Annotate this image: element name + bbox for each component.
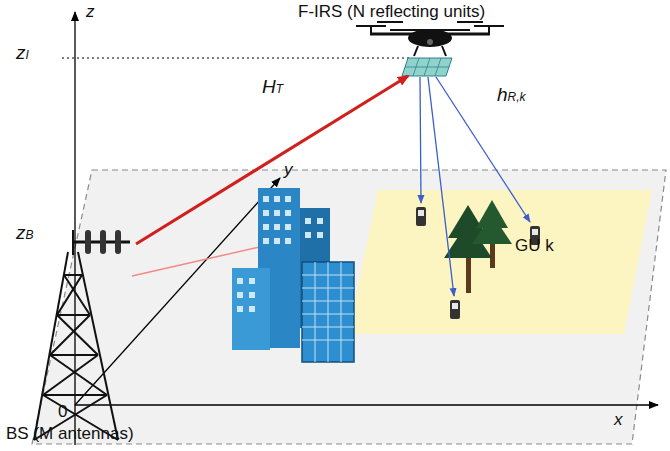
ground-plane <box>32 170 666 444</box>
bs-irs-channel <box>136 76 408 244</box>
height-guide <box>62 58 412 59</box>
bs-antenna <box>85 230 121 254</box>
channel-label: hR,k <box>497 84 526 107</box>
height-label: zB <box>16 222 34 245</box>
user-phones <box>416 207 540 319</box>
buildings <box>232 188 354 362</box>
trees <box>444 200 512 293</box>
bs-tower <box>34 230 130 440</box>
irs-user-link <box>420 77 421 203</box>
device-title: F-IRS (N reflecting units) <box>298 2 485 22</box>
axis-label: x <box>614 410 623 430</box>
height-label: zI <box>16 42 29 65</box>
user-area <box>348 190 652 334</box>
user-label: GU k <box>515 236 554 256</box>
z-axis <box>74 12 75 445</box>
y-axis <box>75 178 280 405</box>
origin-label: 0 <box>58 402 67 422</box>
irs-user-link <box>428 77 454 296</box>
axis-label: z <box>86 2 95 22</box>
irs-user-link <box>436 77 530 222</box>
uav-drone <box>356 22 504 56</box>
device-label: BS (M antennas) <box>6 424 134 444</box>
irs-panel <box>402 58 452 76</box>
axis-label: y <box>284 160 293 180</box>
x-axis <box>75 404 658 405</box>
channel-label: HT <box>262 76 283 99</box>
